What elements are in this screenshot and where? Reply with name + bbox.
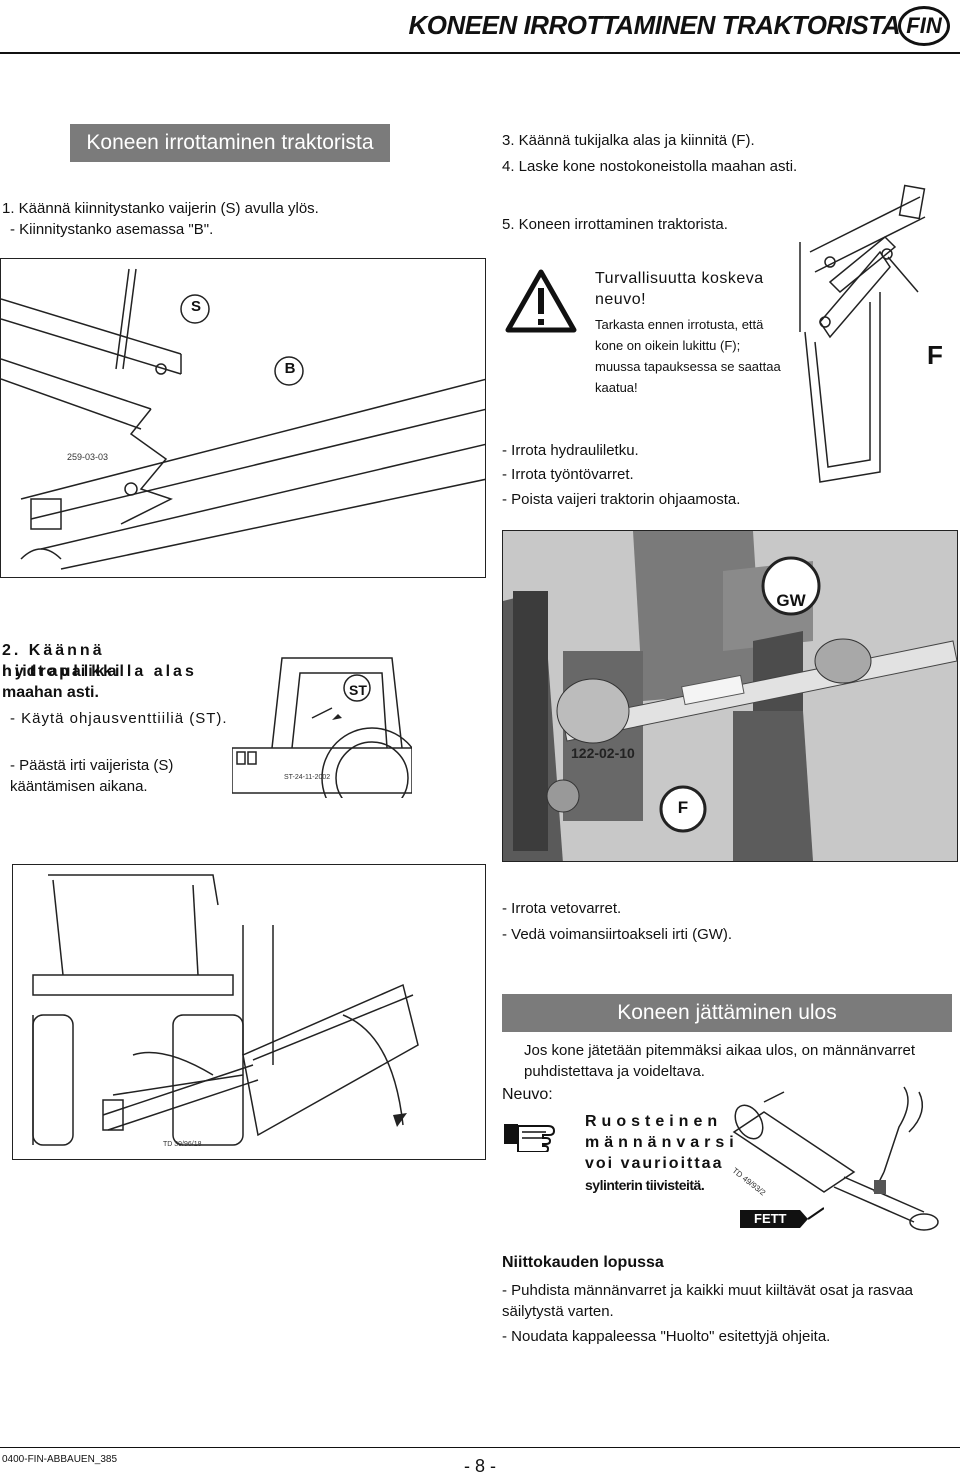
step-3: 3. Käännä tukijalka alas ja kiinnitä (F)…	[502, 132, 755, 149]
fett-label: FETT	[754, 1211, 787, 1226]
section-2-body: Jos kone jätetään pitemmäksi aikaa ulos,…	[524, 1042, 916, 1080]
figure-code: TD 39/96/18	[163, 1141, 202, 1148]
step-1-sub: - Kiinnitystanko asemassa "B".	[10, 221, 214, 238]
label-st: ST	[349, 682, 367, 698]
grease-gun-icon: FETT	[740, 1206, 825, 1232]
document-code: 0400-FIN-ABBAUEN_385	[2, 1454, 118, 1465]
figure-code: ST-24-11-2002	[284, 774, 331, 781]
tip-line2: männänvarsi	[585, 1134, 739, 1151]
figure-code: 259-03-03	[67, 452, 109, 462]
figure-lift-bar: S B 259-03-03	[0, 258, 486, 578]
tip-line4: sylinterin tiivisteitä.	[585, 1177, 705, 1193]
step-2-line3: maahan asti.	[2, 684, 99, 701]
list-item: - Irrota vetovarret.	[502, 900, 622, 917]
figure-code: 122-02-10	[571, 745, 635, 761]
header-rule	[0, 52, 960, 54]
label-f: F	[677, 798, 689, 817]
end-of-season-item-1: - Puhdista männänvarret ja kaikki muut k…	[502, 1282, 914, 1320]
end-of-season-title: Niittokauden lopussa	[502, 1254, 664, 1271]
end-of-season-item-2: - Noudata kappaleessa "Huolto" esitettyj…	[502, 1328, 831, 1345]
tip-line3: voi vaurioittaa	[585, 1155, 724, 1172]
step-2-sub2: - Päästä irti vaijerista (S) kääntämisen…	[10, 757, 174, 795]
step-2-line2: hydrauliikalla alas	[2, 663, 197, 680]
language-badge: FIN	[898, 6, 950, 46]
figure-support-leg: F	[790, 182, 960, 512]
label-s: S	[190, 298, 201, 315]
pointing-hand-icon	[502, 1116, 568, 1153]
list-item: - Irrota työntövarret.	[502, 466, 634, 483]
page-number: - 8 -	[463, 1456, 496, 1476]
footer-rule	[0, 1447, 960, 1448]
figure-tractor-cab: ST ST-24-11-2002	[231, 648, 423, 829]
label-f: F	[927, 340, 943, 370]
step-2-sub1: - Käytä ohjausventtiiliä (ST).	[10, 710, 228, 727]
step-5: 5. Koneen irrottaminen traktorista.	[502, 216, 728, 233]
label-gw: GW	[776, 591, 806, 610]
warning-title: Turvallisuutta koskeva neuvo!	[595, 270, 764, 308]
step-2-line1: 2. Käännä niittopalkki	[2, 642, 123, 680]
step-1: 1. Käännä kiinnitystanko vaijerin (S) av…	[2, 200, 319, 217]
page-header-title: KONEEN IRROTTAMINEN TRAKTORISTA	[408, 10, 901, 40]
warning-icon	[505, 268, 577, 334]
figure-piston-rod-grease: TD 49/93/2	[724, 1082, 960, 1232]
step-4: 4. Laske kone nostokoneistolla maahan as…	[502, 158, 798, 175]
tip-label: Neuvo:	[502, 1086, 553, 1103]
label-b: B	[284, 360, 296, 377]
section-title-outdoor-storage: Koneen jättäminen ulos	[502, 994, 952, 1032]
list-item: - Vedä voimansiirtoakseli irti (GW).	[502, 926, 733, 943]
section-title-detach: Koneen irrottaminen traktorista	[70, 124, 390, 162]
figure-lower-cutter-bar: TD 39/96/18	[12, 864, 486, 1160]
list-item: - Irrota hydrauliletku.	[502, 442, 639, 459]
list-item: - Poista vaijeri traktorin ohjaamosta.	[502, 491, 741, 508]
tip-line1: Ruosteinen	[585, 1113, 723, 1130]
warning-body: Tarkasta ennen irrotusta, että kone on o…	[595, 317, 781, 395]
figure-pto-shaft-photo: GW F 122-02-10	[502, 530, 958, 862]
